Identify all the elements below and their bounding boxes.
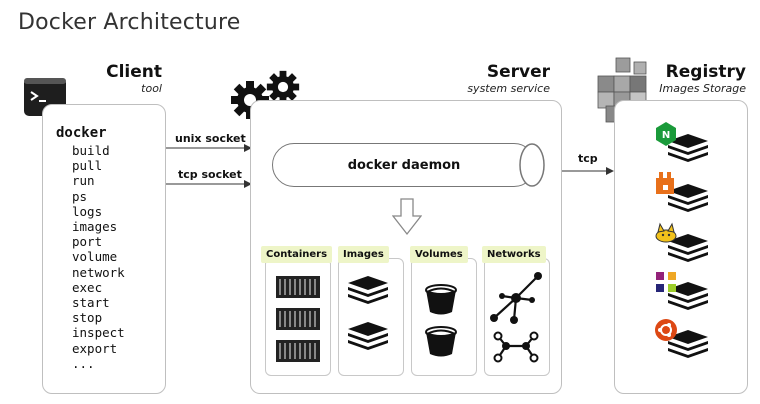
subcommand-run: run	[72, 173, 95, 189]
subcommand-volume: volume	[72, 249, 118, 265]
client-header: Client	[106, 62, 162, 82]
server-subtitle: system service	[467, 82, 550, 95]
registry-image-tomcat	[654, 222, 710, 268]
subcommand-inspect: inspect	[72, 325, 125, 341]
subcommand-build: build	[72, 143, 110, 158]
svg-text:N: N	[662, 130, 670, 141]
volumes-panel	[411, 258, 477, 376]
mysql-logo	[656, 172, 674, 194]
subcommand-logs: logs	[72, 203, 103, 219]
container-icons	[276, 276, 320, 362]
client-subtitle: tool	[141, 82, 162, 95]
registry-header: Registry	[665, 62, 746, 82]
registry-image-nginx: N	[654, 122, 710, 168]
tcp-socket-label: tcp socket	[178, 168, 242, 181]
tcp-label: tcp	[578, 152, 598, 165]
page-title: Docker Architecture	[18, 10, 241, 35]
docker-command: docker	[56, 125, 107, 141]
containers-tag: Containers	[261, 246, 333, 263]
images-tag: Images	[338, 246, 389, 263]
down-arrow-icon	[392, 198, 422, 236]
subcommand-images: images	[72, 219, 118, 235]
registry-image-ubuntu	[654, 318, 710, 364]
subcommand-export: export	[72, 340, 118, 356]
client-server-arrows	[166, 144, 252, 188]
image-layers-icons	[348, 276, 388, 350]
subcommand-network: network	[72, 264, 125, 280]
server-header: Server	[486, 62, 550, 82]
unix-socket-label: unix socket	[175, 132, 246, 145]
volumes-tag: Volumes	[410, 246, 468, 263]
subcommand-start: start	[72, 295, 110, 311]
volume-icons	[425, 284, 457, 358]
network-icons	[490, 272, 542, 363]
subcommand-stop: stop	[72, 310, 103, 326]
subcommand-port: port	[72, 234, 103, 250]
subcommand-ps: ps	[72, 188, 88, 204]
nginx-logo	[656, 122, 676, 146]
subcommand-list: build pull run ps logs images port volum…	[72, 143, 125, 371]
server-registry-arrow	[560, 167, 614, 175]
images-panel	[338, 258, 404, 376]
registry-box	[614, 100, 748, 394]
subcommand-exec: exec	[72, 279, 103, 295]
registry-image-centos	[654, 270, 710, 316]
centos-logo	[654, 270, 678, 294]
networks-tag: Networks	[482, 246, 546, 263]
docker-daemon: docker daemon	[272, 143, 536, 187]
registry-subtitle: Images Storage	[659, 82, 746, 95]
subcommand-pull: pull	[72, 158, 103, 174]
docker-daemon-label: docker daemon	[347, 157, 461, 173]
client-box	[42, 104, 166, 394]
tomcat-logo	[655, 222, 677, 243]
registry-image-mysql	[654, 172, 710, 218]
subcommand-more: ...	[72, 355, 95, 371]
ubuntu-logo	[655, 319, 677, 341]
daemon-cylinder-end	[519, 143, 545, 187]
